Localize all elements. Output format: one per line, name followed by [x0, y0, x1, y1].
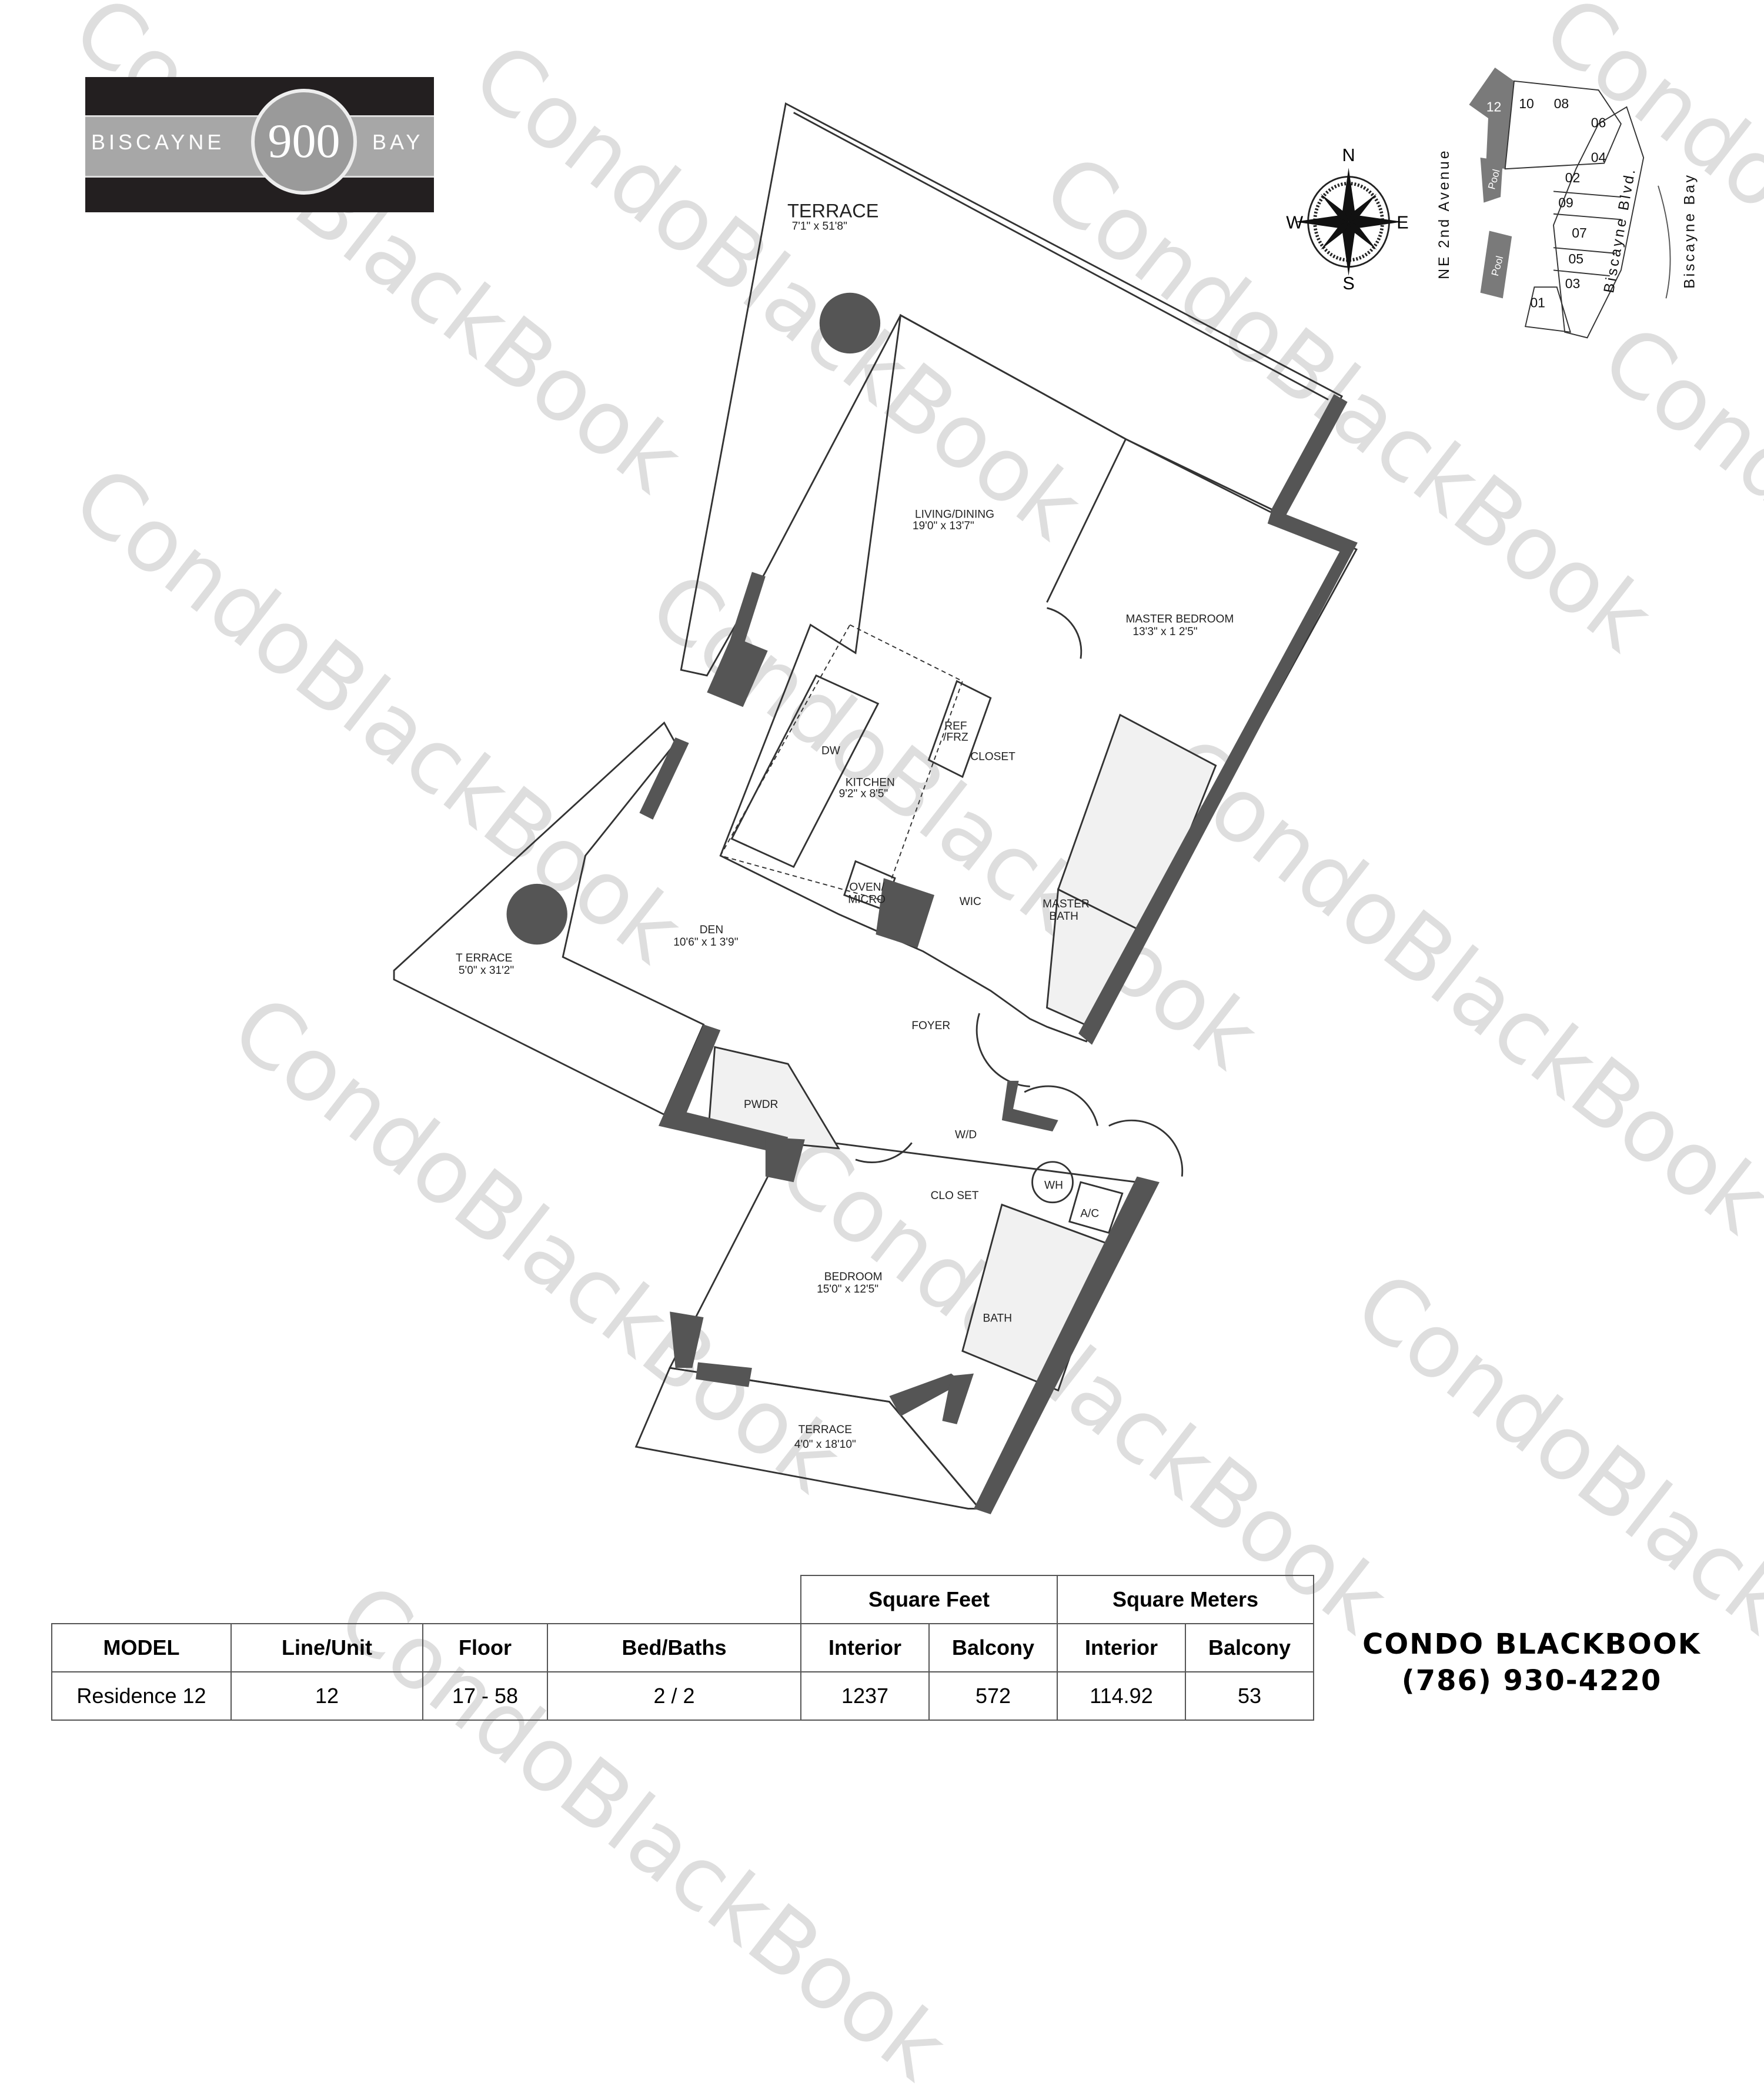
water-heater [1031, 1161, 1074, 1204]
group-header: Square Feet [800, 1575, 1058, 1624]
table-row: Residence 12 12 17 - 58 2 / 2 1237 572 1… [51, 1671, 1314, 1721]
cell-sqm-balcony: 53 [1185, 1671, 1314, 1721]
fixture-label: BATH [983, 1313, 1012, 1325]
column-header: Line/Unit [230, 1623, 423, 1672]
column-header: MODEL [51, 1623, 232, 1672]
keyplan-pool [1480, 231, 1512, 299]
column-header: Interior [800, 1623, 930, 1672]
column [819, 292, 881, 354]
room-label: MASTER BEDROOM [1125, 613, 1234, 626]
cell-sqm-interior: 114.92 [1057, 1671, 1186, 1721]
upper-terrace-outline [680, 102, 1344, 677]
fixture-label: WH [1044, 1180, 1063, 1192]
compass-w: W [1286, 213, 1303, 233]
powder-room [708, 1046, 840, 1150]
room-dims: 7'1" x 51'8" [792, 221, 847, 233]
keyplan-unit-label: 10 [1519, 96, 1534, 111]
street-label: Biscayne Bay [1681, 173, 1698, 289]
cell-model: Residence 12 [51, 1671, 232, 1721]
fixture-label: CLO SET [931, 1190, 979, 1202]
street-label: NE 2nd Avenue [1436, 149, 1452, 279]
fixture-label: CLOSET [970, 750, 1015, 763]
fixture-label: /FRZ [943, 732, 968, 744]
room-dims: 10'6" x 1 3'9" [673, 936, 738, 949]
fixture-label: MICRO [848, 893, 886, 906]
group-header: Square Meters [1057, 1575, 1314, 1624]
fixture-label: DW [821, 745, 840, 757]
compass-s: S [1342, 273, 1354, 293]
room-label: T ERRACE [456, 952, 512, 964]
keyplan-unit-label: 04 [1591, 150, 1606, 165]
keyplan-unit-label: 07 [1572, 225, 1587, 241]
room-label: MASTER [1043, 898, 1090, 910]
compass-rose-icon: N S E W [1286, 145, 1408, 293]
keyplan-unit-label: 03 [1565, 276, 1581, 291]
logo-text-left: BISCAYNE [91, 130, 225, 154]
brand-name-bold: BLACKBOOK [1495, 1628, 1701, 1661]
fixture-label: PWDR [744, 1099, 778, 1111]
fixture-label: A/C [1080, 1208, 1099, 1220]
room-label: KITCHEN [846, 776, 895, 789]
floor-plan: TERRACE 7'1" x 51'8" LIVING/DINING 19'0"… [393, 67, 1698, 1514]
cell-sqft-balcony: 572 [928, 1671, 1058, 1721]
fixture-label: FOYER [911, 1020, 950, 1032]
compass-n: N [1342, 145, 1355, 165]
keyplan-unit-label: 08 [1554, 96, 1569, 111]
unit-outline [719, 313, 1358, 1043]
condo-blackbook-brand: CONDO BLACKBOOK (786) 930-4220 [1335, 1626, 1729, 1699]
biscayne-900-bay-logo: BISCAYNE BAY 900 [85, 77, 434, 212]
unit-spec-table: Square Feet Square Meters MODEL Line/Uni… [51, 1575, 1314, 1721]
column-header: Balcony [1185, 1623, 1314, 1672]
fixture-label: W/D [955, 1129, 977, 1141]
column-header: Balcony [928, 1623, 1058, 1672]
keyplan-unit-label: 02 [1565, 170, 1581, 185]
structural-walls [506, 292, 1358, 1514]
room-dims: 9'2" x 8'5" [839, 787, 888, 800]
brand-name-light: CONDO [1362, 1628, 1495, 1661]
keyplan-unit-label: 12 [1486, 99, 1502, 115]
logo-text-right: BAY [372, 130, 424, 154]
compass-e: E [1396, 213, 1408, 233]
column [506, 883, 567, 945]
room-dims: 19'0" x 13'7" [913, 520, 974, 532]
cell-line: 12 [230, 1671, 423, 1721]
room-label: TERRACE [799, 1424, 852, 1436]
column-header: Floor [422, 1623, 548, 1672]
keyplan-pool [1480, 158, 1503, 203]
column-header: Bed/Baths [547, 1623, 801, 1672]
logo-number: 900 [251, 89, 357, 195]
room-label: BEDROOM [824, 1271, 883, 1283]
room-dims: 13'3" x 1 2'5" [1132, 626, 1197, 638]
refrigerator [927, 680, 992, 779]
cell-bedbaths: 2 / 2 [547, 1671, 801, 1721]
room-label: DEN [700, 924, 723, 936]
fixture-label: WIC [960, 896, 981, 908]
keyplan-unit-label: 01 [1530, 295, 1545, 311]
cell-floor: 17 - 58 [422, 1671, 548, 1721]
fixture-label: REF [944, 720, 967, 733]
room-label: LIVING/DINING [915, 509, 994, 521]
room-dims: BATH [1049, 910, 1078, 923]
keyplan-unit-label: 09 [1558, 195, 1573, 210]
keyplan-unit-label: 05 [1568, 251, 1583, 266]
duct-block [876, 878, 935, 948]
column-header: Interior [1057, 1623, 1186, 1672]
fixture-label: OVEN/ [849, 881, 884, 893]
room-label: TERRACE [787, 200, 878, 221]
room-dims: 5'0" x 31'2" [459, 964, 514, 977]
brand-phone: (786) 930-4220 [1401, 1664, 1662, 1697]
street-label: Biscayne Blvd. [1601, 166, 1639, 294]
room-dims: 4'0" x 18'10" [794, 1438, 856, 1451]
key-plan: 12 10 08 06 04 02 09 07 05 03 01 Pool Po… [1436, 67, 1698, 339]
keyplan-unit-label: 06 [1591, 115, 1606, 130]
room-dims: 15'0" x 12'5" [817, 1283, 878, 1296]
keyplan-unit-12 [1469, 67, 1514, 169]
cell-sqft-interior: 1237 [800, 1671, 930, 1721]
